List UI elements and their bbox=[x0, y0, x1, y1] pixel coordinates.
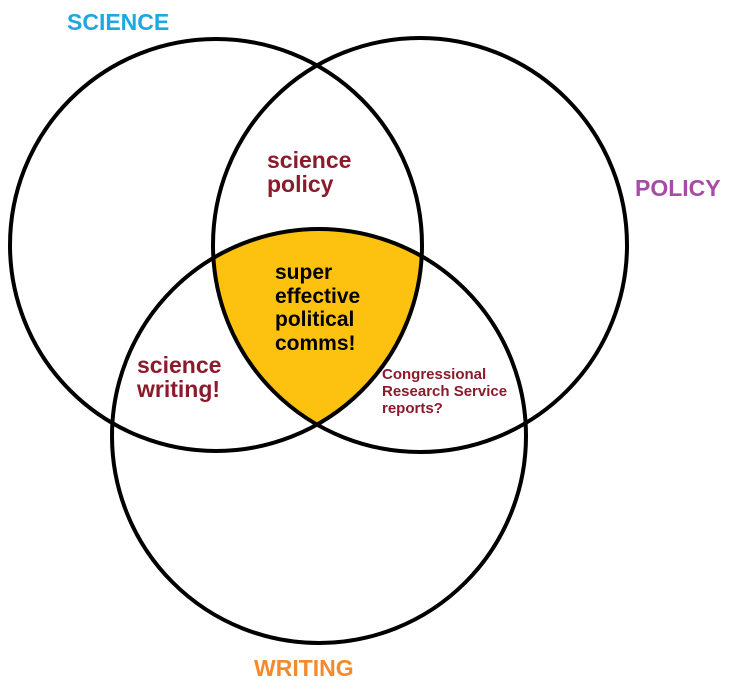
writing-circle bbox=[110, 227, 528, 645]
region-line: science bbox=[137, 352, 222, 378]
region-line: political bbox=[275, 308, 355, 332]
region-line: super bbox=[275, 261, 333, 284]
region-line: science bbox=[267, 147, 352, 173]
region-line: Research Service bbox=[382, 382, 508, 400]
region-line: policy bbox=[267, 171, 334, 198]
policy-circle bbox=[211, 36, 629, 454]
region-line: effective bbox=[275, 284, 361, 308]
science-label: SCIENCE bbox=[67, 9, 170, 35]
center-region-label: super effective political comms! bbox=[275, 261, 360, 355]
region-line: writing! bbox=[137, 376, 221, 403]
region-line: Congressional bbox=[382, 366, 487, 383]
policy-writing-region-label: Congressional Research Service reports? bbox=[382, 366, 508, 417]
policy-label: POLICY bbox=[635, 175, 721, 201]
region-line: reports? bbox=[382, 399, 443, 417]
writing-label: WRITING bbox=[254, 655, 354, 681]
science-writing-region-label: science writing! bbox=[137, 353, 221, 401]
science-circle bbox=[8, 37, 424, 453]
region-line: comms! bbox=[275, 331, 356, 355]
science-policy-region-label: science policy bbox=[267, 148, 351, 196]
